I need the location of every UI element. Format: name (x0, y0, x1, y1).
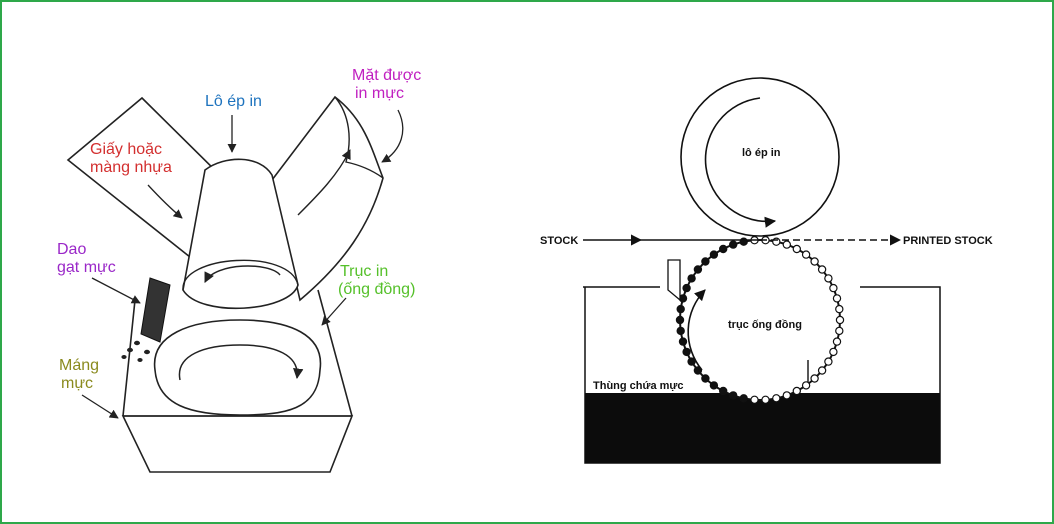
cylinder-cell (792, 244, 802, 254)
pointer-ink-pan (81, 394, 119, 419)
impression-roller-rotation (204, 265, 281, 283)
cylinder-cell (832, 337, 842, 346)
cylinder-cell (810, 374, 819, 383)
label-print-cylinder-2: (ống đồng) (338, 281, 415, 298)
cylinder-cell (782, 391, 792, 400)
cylinder-cell (693, 366, 703, 375)
web-travel-arrow (297, 149, 351, 216)
doctor-blade (667, 259, 681, 302)
ink-pan-back (122, 289, 353, 417)
cylinder-cell (739, 394, 748, 403)
cylinder-cell (832, 294, 842, 303)
cylinder-cell (739, 237, 748, 246)
paper-curl (334, 96, 384, 179)
label-printed-side-1: Mặt được (352, 67, 421, 84)
pointer-paper (147, 184, 183, 219)
cylinder-cell (824, 274, 833, 283)
paper-web-right (271, 95, 384, 302)
label-impression-roller: Lô ép in (205, 93, 262, 110)
label-printed-stock: PRINTED STOCK (903, 235, 993, 247)
cylinder-cell (729, 240, 738, 249)
cylinder-cell (719, 244, 728, 254)
pointer-doctor-blade (91, 277, 141, 304)
cylinder-cell (817, 366, 827, 375)
cylinder-cell (701, 374, 710, 383)
label-stock: STOCK (540, 235, 578, 247)
cylinder-cell (772, 237, 781, 246)
cylinder-cell (792, 386, 802, 396)
cylinder-cell (676, 304, 685, 314)
cylinder-cell (817, 265, 827, 274)
cylinder-cell (835, 304, 844, 314)
cylinder-cell (678, 337, 688, 346)
cylinder-cell (719, 386, 728, 396)
label-print-cylinder-1: Trục in (340, 263, 388, 280)
cylinder-cell (829, 283, 838, 293)
cylinder-cell (835, 315, 845, 325)
cylinder-cell (682, 347, 691, 357)
label-copper-cylinder: trục ống đồng (728, 319, 802, 331)
label-impression-roller-right: lô ép in (742, 147, 781, 159)
label-doctor-blade-2: gạt mực (57, 259, 116, 276)
ink-drops (121, 340, 150, 362)
cylinder-cell (701, 257, 710, 266)
cylinder-cell (835, 326, 844, 336)
cylinder-cell (801, 381, 811, 390)
pointer-printed-side (381, 109, 404, 163)
cylinder-cell (801, 250, 811, 259)
label-paper-1: Giấy hoặc (90, 141, 162, 158)
pointer-print-cylinder (321, 297, 347, 326)
impression-roller-bottom (182, 259, 299, 291)
doctor-blade (140, 277, 171, 343)
cylinder-cell (675, 315, 685, 325)
ink-fill (585, 393, 940, 463)
label-ink-tank: Thùng chứa mực (593, 380, 684, 392)
label-doctor-blade-1: Dao (57, 241, 86, 258)
impression-roller-body (182, 158, 299, 310)
cylinder-cell (693, 265, 703, 274)
cylinder-cell (682, 283, 691, 293)
print-cylinder-body (153, 319, 322, 416)
impression-roller-rotation (704, 97, 777, 228)
label-ink-pan-1: Máng (59, 357, 99, 374)
cylinder-cell (824, 357, 833, 366)
cylinder-cell (782, 240, 792, 249)
label-paper-2: màng nhựa (90, 159, 172, 176)
cylinder-cell (810, 257, 819, 266)
print-cylinder-rotation (178, 344, 304, 381)
cylinder-cell (729, 391, 738, 400)
label-printed-side-2: in mực (355, 85, 404, 102)
label-ink-pan-2: mực (61, 375, 93, 392)
cylinder-cell (761, 395, 770, 404)
cylinder-cell (676, 326, 685, 336)
copper-cylinder-rotation (687, 289, 706, 371)
cylinder-cell (709, 381, 719, 390)
cylinder-cell (709, 250, 719, 259)
cylinder-cell (750, 395, 759, 404)
impression-roller (680, 77, 840, 237)
cylinder-cell (687, 274, 696, 283)
cylinder-cell (772, 394, 781, 403)
cylinder-cell (829, 347, 838, 357)
